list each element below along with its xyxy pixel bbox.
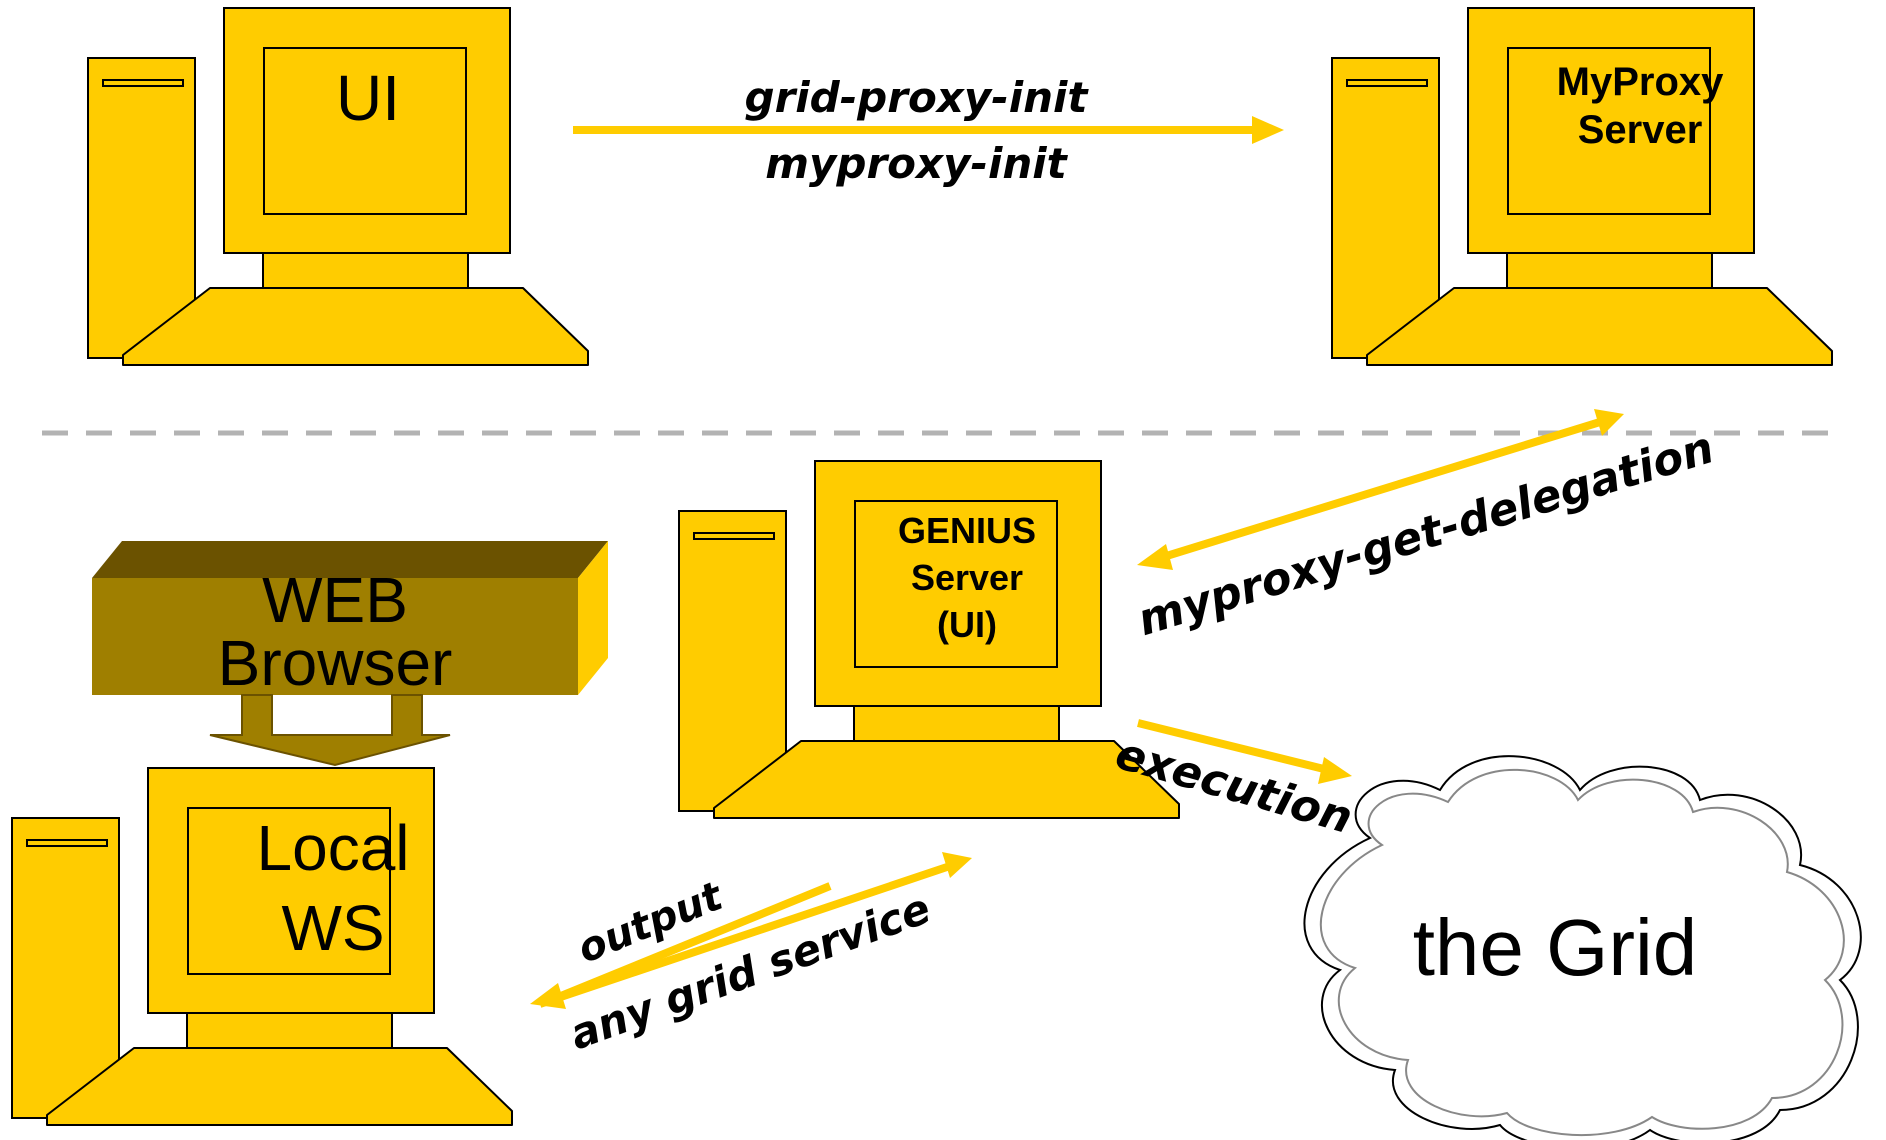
- browser-box-icon: [92, 541, 608, 578]
- arrow-ui-to-myproxy: [573, 116, 1284, 144]
- genius-label-line1: GENIUS: [898, 510, 1036, 551]
- web-browser-box: [92, 541, 608, 767]
- arrow-label-grid-proxy-init: grid-proxy-init: [745, 73, 1090, 122]
- arrow-execution: [1137, 719, 1352, 784]
- arrow-delegation: [1137, 409, 1624, 570]
- arrow-label-delegation: myproxy-get-delegation: [1132, 422, 1720, 646]
- browser-label-line2: Browser: [218, 627, 453, 699]
- local-ws-label-line1: Local: [257, 812, 410, 884]
- cloud-icon: [1303, 755, 1862, 1140]
- arrow-label-myproxy-init: myproxy-init: [765, 139, 1068, 188]
- grid-cloud: [1303, 755, 1862, 1140]
- cloud-label: the Grid: [1413, 903, 1698, 992]
- genius-label-line3: (UI): [937, 604, 997, 645]
- genius-label-line2: Server: [911, 557, 1023, 598]
- ui-computer-label: UI: [336, 62, 400, 134]
- myproxy-label-line1: MyProxy: [1557, 60, 1724, 104]
- myproxy-label-line2: Server: [1578, 108, 1703, 152]
- arrow-grid-service: [538, 852, 972, 1008]
- local-ws-label-line2: WS: [281, 892, 384, 964]
- browser-down-arrow: [209, 694, 451, 767]
- browser-label-line1: WEB: [262, 564, 408, 636]
